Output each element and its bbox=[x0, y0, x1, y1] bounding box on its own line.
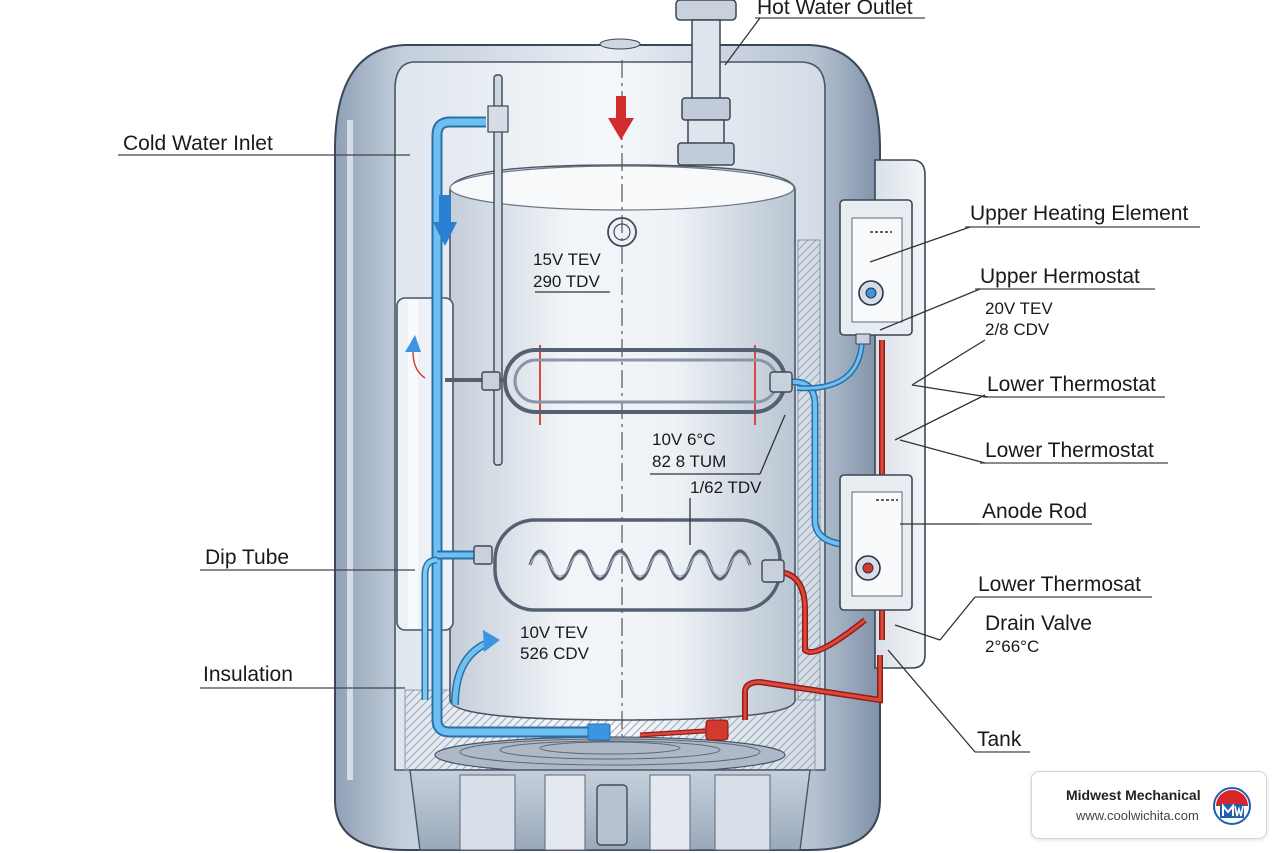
label-upper-hermostat: Upper Hermostat bbox=[980, 265, 1140, 288]
label-upper-heating-element: Upper Heating Element bbox=[970, 202, 1188, 225]
lower-heating-element-coil bbox=[473, 518, 785, 612]
inner-tank bbox=[449, 60, 796, 850]
label-dip-tube: Dip Tube bbox=[205, 546, 289, 569]
lower-thermostat-box bbox=[839, 474, 913, 611]
anode-rod-element bbox=[487, 74, 509, 466]
leader-lines bbox=[118, 17, 1200, 753]
upper-thermostat-box bbox=[839, 199, 913, 345]
spec-2-line-2: 2/8 CDV bbox=[985, 320, 1050, 339]
brand-url[interactable]: www.coolwichita.com bbox=[1076, 808, 1199, 823]
spec-labels: 15V TEV 290 TDV 20V TEV 2/8 CDV 10V 6°C … bbox=[520, 250, 1053, 663]
spec-5-line-1: 10V TEV bbox=[520, 623, 588, 642]
spec-4-line-1: 1/62 TDV bbox=[690, 478, 762, 497]
spec-3-line-2: 82 8 TUM bbox=[652, 452, 726, 471]
label-tank: Tank bbox=[977, 728, 1022, 751]
label-cold-water-inlet: Cold Water Inlet bbox=[123, 132, 273, 155]
spec-drain-temp: 2°66°C bbox=[985, 637, 1039, 656]
label-insulation: Insulation bbox=[203, 663, 293, 686]
label-anode-rod: Anode Rod bbox=[982, 500, 1087, 523]
spec-1-line-1: 15V TEV bbox=[533, 250, 601, 269]
label-hot-water-outlet: Hot Water Outlet bbox=[757, 0, 913, 19]
cold-water-line bbox=[405, 116, 865, 741]
callout-labels: Hot Water Outlet Cold Water Inlet Upper … bbox=[123, 0, 1188, 751]
label-lower-thermostat-2: Lower Thermostat bbox=[985, 439, 1154, 462]
label-lower-thermostat-3: Lower Thermosat bbox=[978, 573, 1141, 596]
brand-badge[interactable]: Midwest Mechanical www.coolwichita.com bbox=[1031, 771, 1267, 839]
spec-5-line-2: 526 CDV bbox=[520, 644, 590, 663]
hot-flow-arrow bbox=[608, 96, 634, 140]
label-lower-thermostat-1: Lower Thermostat bbox=[987, 373, 1156, 396]
hot-outlet-pipe bbox=[599, 0, 737, 166]
upper-heating-element-coil bbox=[445, 348, 793, 414]
spec-2-line-1: 20V TEV bbox=[985, 299, 1053, 318]
spec-1-line-2: 290 TDV bbox=[533, 272, 600, 291]
brand-name: Midwest Mechanical bbox=[1066, 787, 1201, 803]
label-drain-valve: Drain Valve bbox=[985, 612, 1092, 635]
brand-logo-icon bbox=[1213, 787, 1251, 825]
spec-3-line-1: 10V 6°C bbox=[652, 430, 716, 449]
tank-base bbox=[409, 736, 811, 851]
